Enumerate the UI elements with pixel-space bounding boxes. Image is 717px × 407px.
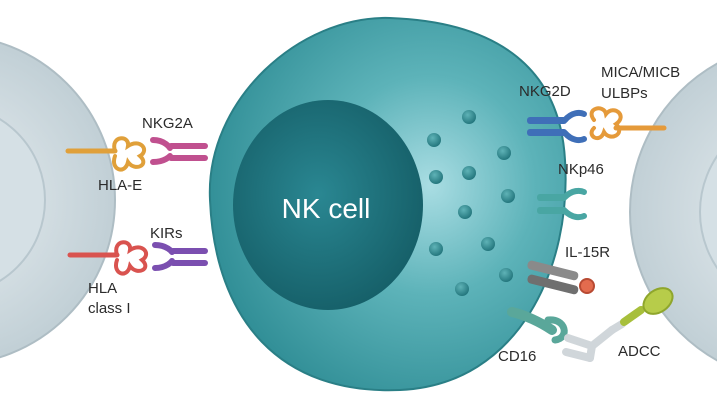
kirs-label: KIRs bbox=[150, 225, 183, 242]
cd16-label: CD16 bbox=[498, 348, 536, 365]
nkg2a-label: NKG2A bbox=[142, 115, 193, 132]
hla-e-label: HLA-E bbox=[98, 177, 142, 194]
il15-ligand bbox=[579, 278, 595, 294]
hla-class-i-ligand bbox=[67, 240, 149, 276]
adcc-antigen bbox=[620, 287, 674, 326]
adcc-label: ADCC bbox=[618, 343, 661, 360]
antibody bbox=[562, 320, 626, 362]
cd16-receptor bbox=[507, 307, 568, 344]
nk-cell: NK cell bbox=[208, 16, 567, 392]
hla-class-label-line2: class I bbox=[88, 300, 131, 317]
mica-micb-ligand bbox=[589, 106, 667, 141]
hla-class-label-line1: HLA bbox=[88, 280, 117, 297]
right-target-cell bbox=[629, 62, 717, 362]
nk-nucleus bbox=[233, 100, 423, 310]
nkg2d-receptor bbox=[527, 109, 587, 144]
nkp46-label: NKp46 bbox=[558, 161, 604, 178]
nkg2d-label: NKG2D bbox=[519, 83, 571, 100]
granules bbox=[427, 110, 515, 296]
left-target-cell bbox=[0, 41, 116, 359]
il15r-receptor bbox=[527, 260, 595, 295]
nkg2a-receptor bbox=[150, 137, 208, 165]
nk-cell-label: NK cell bbox=[282, 193, 371, 224]
il15r-label: IL-15R bbox=[565, 244, 610, 261]
nkp46-receptor bbox=[537, 187, 587, 221]
mica-micb-label: MICA/MICB bbox=[601, 64, 680, 81]
kirs-receptor bbox=[152, 242, 208, 271]
ulbps-label: ULBPs bbox=[601, 85, 648, 102]
hla-e-ligand bbox=[65, 136, 147, 172]
